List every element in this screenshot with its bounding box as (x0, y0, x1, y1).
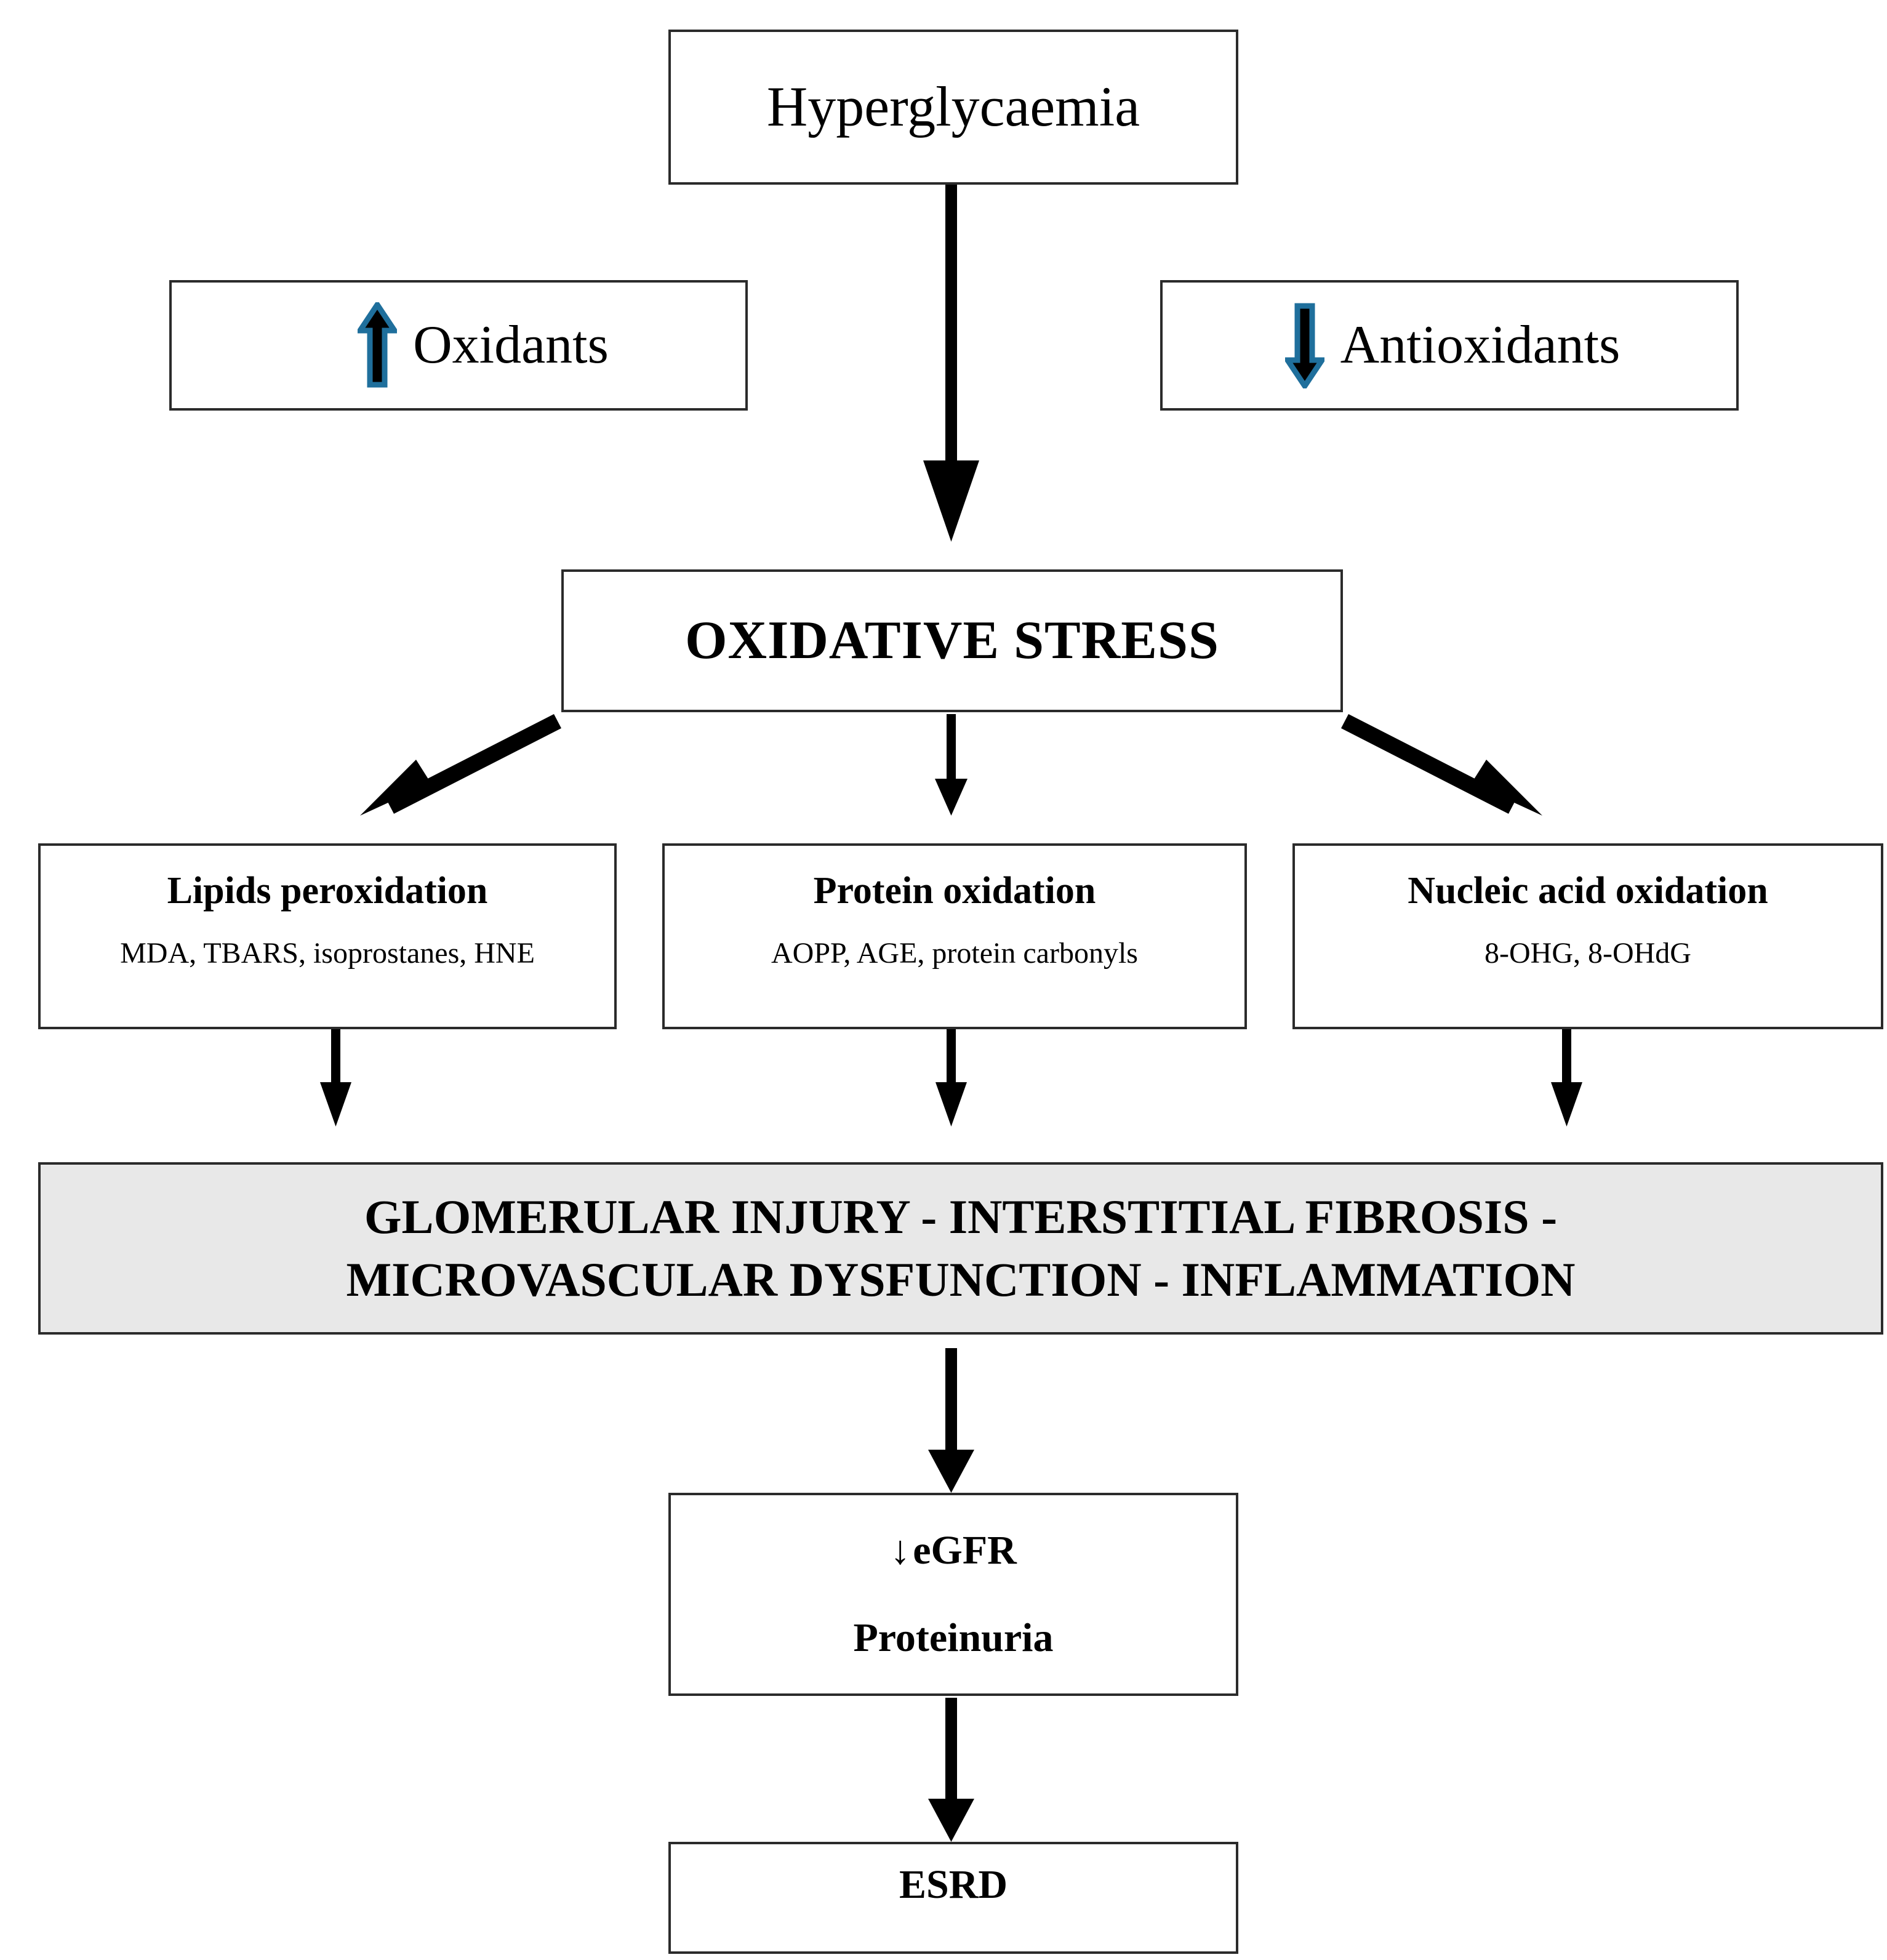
arrow-oxidative-stress-to-nucleic (1341, 714, 1542, 816)
node-lipids-markers: MDA, TBARS, isoprostanes, HNE (120, 937, 535, 970)
node-proteinuria-label: Proteinuria (853, 1615, 1054, 1660)
node-oxidative-stress[interactable]: OXIDATIVE STRESS (561, 569, 1343, 712)
arrow-clinical-to-esrd (928, 1698, 974, 1842)
node-oxidants[interactable]: Oxidants (169, 280, 748, 411)
down-arrow-glyph-icon: ↓ (890, 1528, 911, 1573)
node-nucleic-acid-oxidation[interactable]: Nucleic acid oxidation 8-OHG, 8-OHdG (1292, 843, 1883, 1029)
arrow-oxidative-stress-to-protein (935, 714, 968, 816)
node-outcome-line1: GLOMERULAR INJURY - INTERSTITIAL FIBROSI… (364, 1190, 1558, 1244)
node-lipids-heading: Lipids peroxidation (167, 870, 488, 912)
arrow-hyperglycaemia-to-oxidative-stress (923, 185, 979, 542)
node-egfr-label: eGFR (913, 1528, 1017, 1573)
node-antioxidants[interactable]: Antioxidants (1160, 280, 1739, 411)
node-hyperglycaemia-label: Hyperglycaemia (766, 75, 1140, 139)
arrow-outcome-to-clinical (928, 1348, 974, 1493)
node-renal-outcome[interactable]: GLOMERULAR INJURY - INTERSTITIAL FIBROSI… (38, 1162, 1883, 1335)
down-arrow-icon (1282, 302, 1328, 392)
node-antioxidants-label: Antioxidants (1340, 315, 1621, 376)
node-hyperglycaemia[interactable]: Hyperglycaemia (668, 30, 1238, 185)
node-esrd-label: ESRD (899, 1862, 1008, 1907)
node-nucleic-heading: Nucleic acid oxidation (1408, 870, 1768, 912)
node-nucleic-markers: 8-OHG, 8-OHdG (1484, 937, 1691, 970)
node-oxidative-stress-label: OXIDATIVE STRESS (685, 611, 1219, 671)
arrow-oxidative-stress-to-lipids (360, 714, 561, 816)
node-clinical-markers[interactable]: ↓ eGFR Proteinuria (668, 1493, 1238, 1696)
node-esrd[interactable]: ESRD (668, 1842, 1238, 1954)
node-lipids-peroxidation[interactable]: Lipids peroxidation MDA, TBARS, isoprost… (38, 843, 617, 1029)
node-protein-markers: AOPP, AGE, protein carbonyls (771, 937, 1138, 970)
arrow-lipids-to-outcome (320, 1029, 351, 1127)
arrow-nucleic-to-outcome (1551, 1029, 1582, 1127)
node-oxidants-label: Oxidants (413, 315, 609, 376)
arrow-protein-to-outcome (935, 1029, 967, 1127)
node-protein-oxidation[interactable]: Protein oxidation AOPP, AGE, protein car… (662, 843, 1247, 1029)
up-arrow-icon (355, 299, 400, 388)
node-outcome-line2: MICROVASCULAR DYSFUNCTION - INFLAMMATION (346, 1253, 1576, 1306)
node-protein-heading: Protein oxidation (813, 870, 1096, 912)
